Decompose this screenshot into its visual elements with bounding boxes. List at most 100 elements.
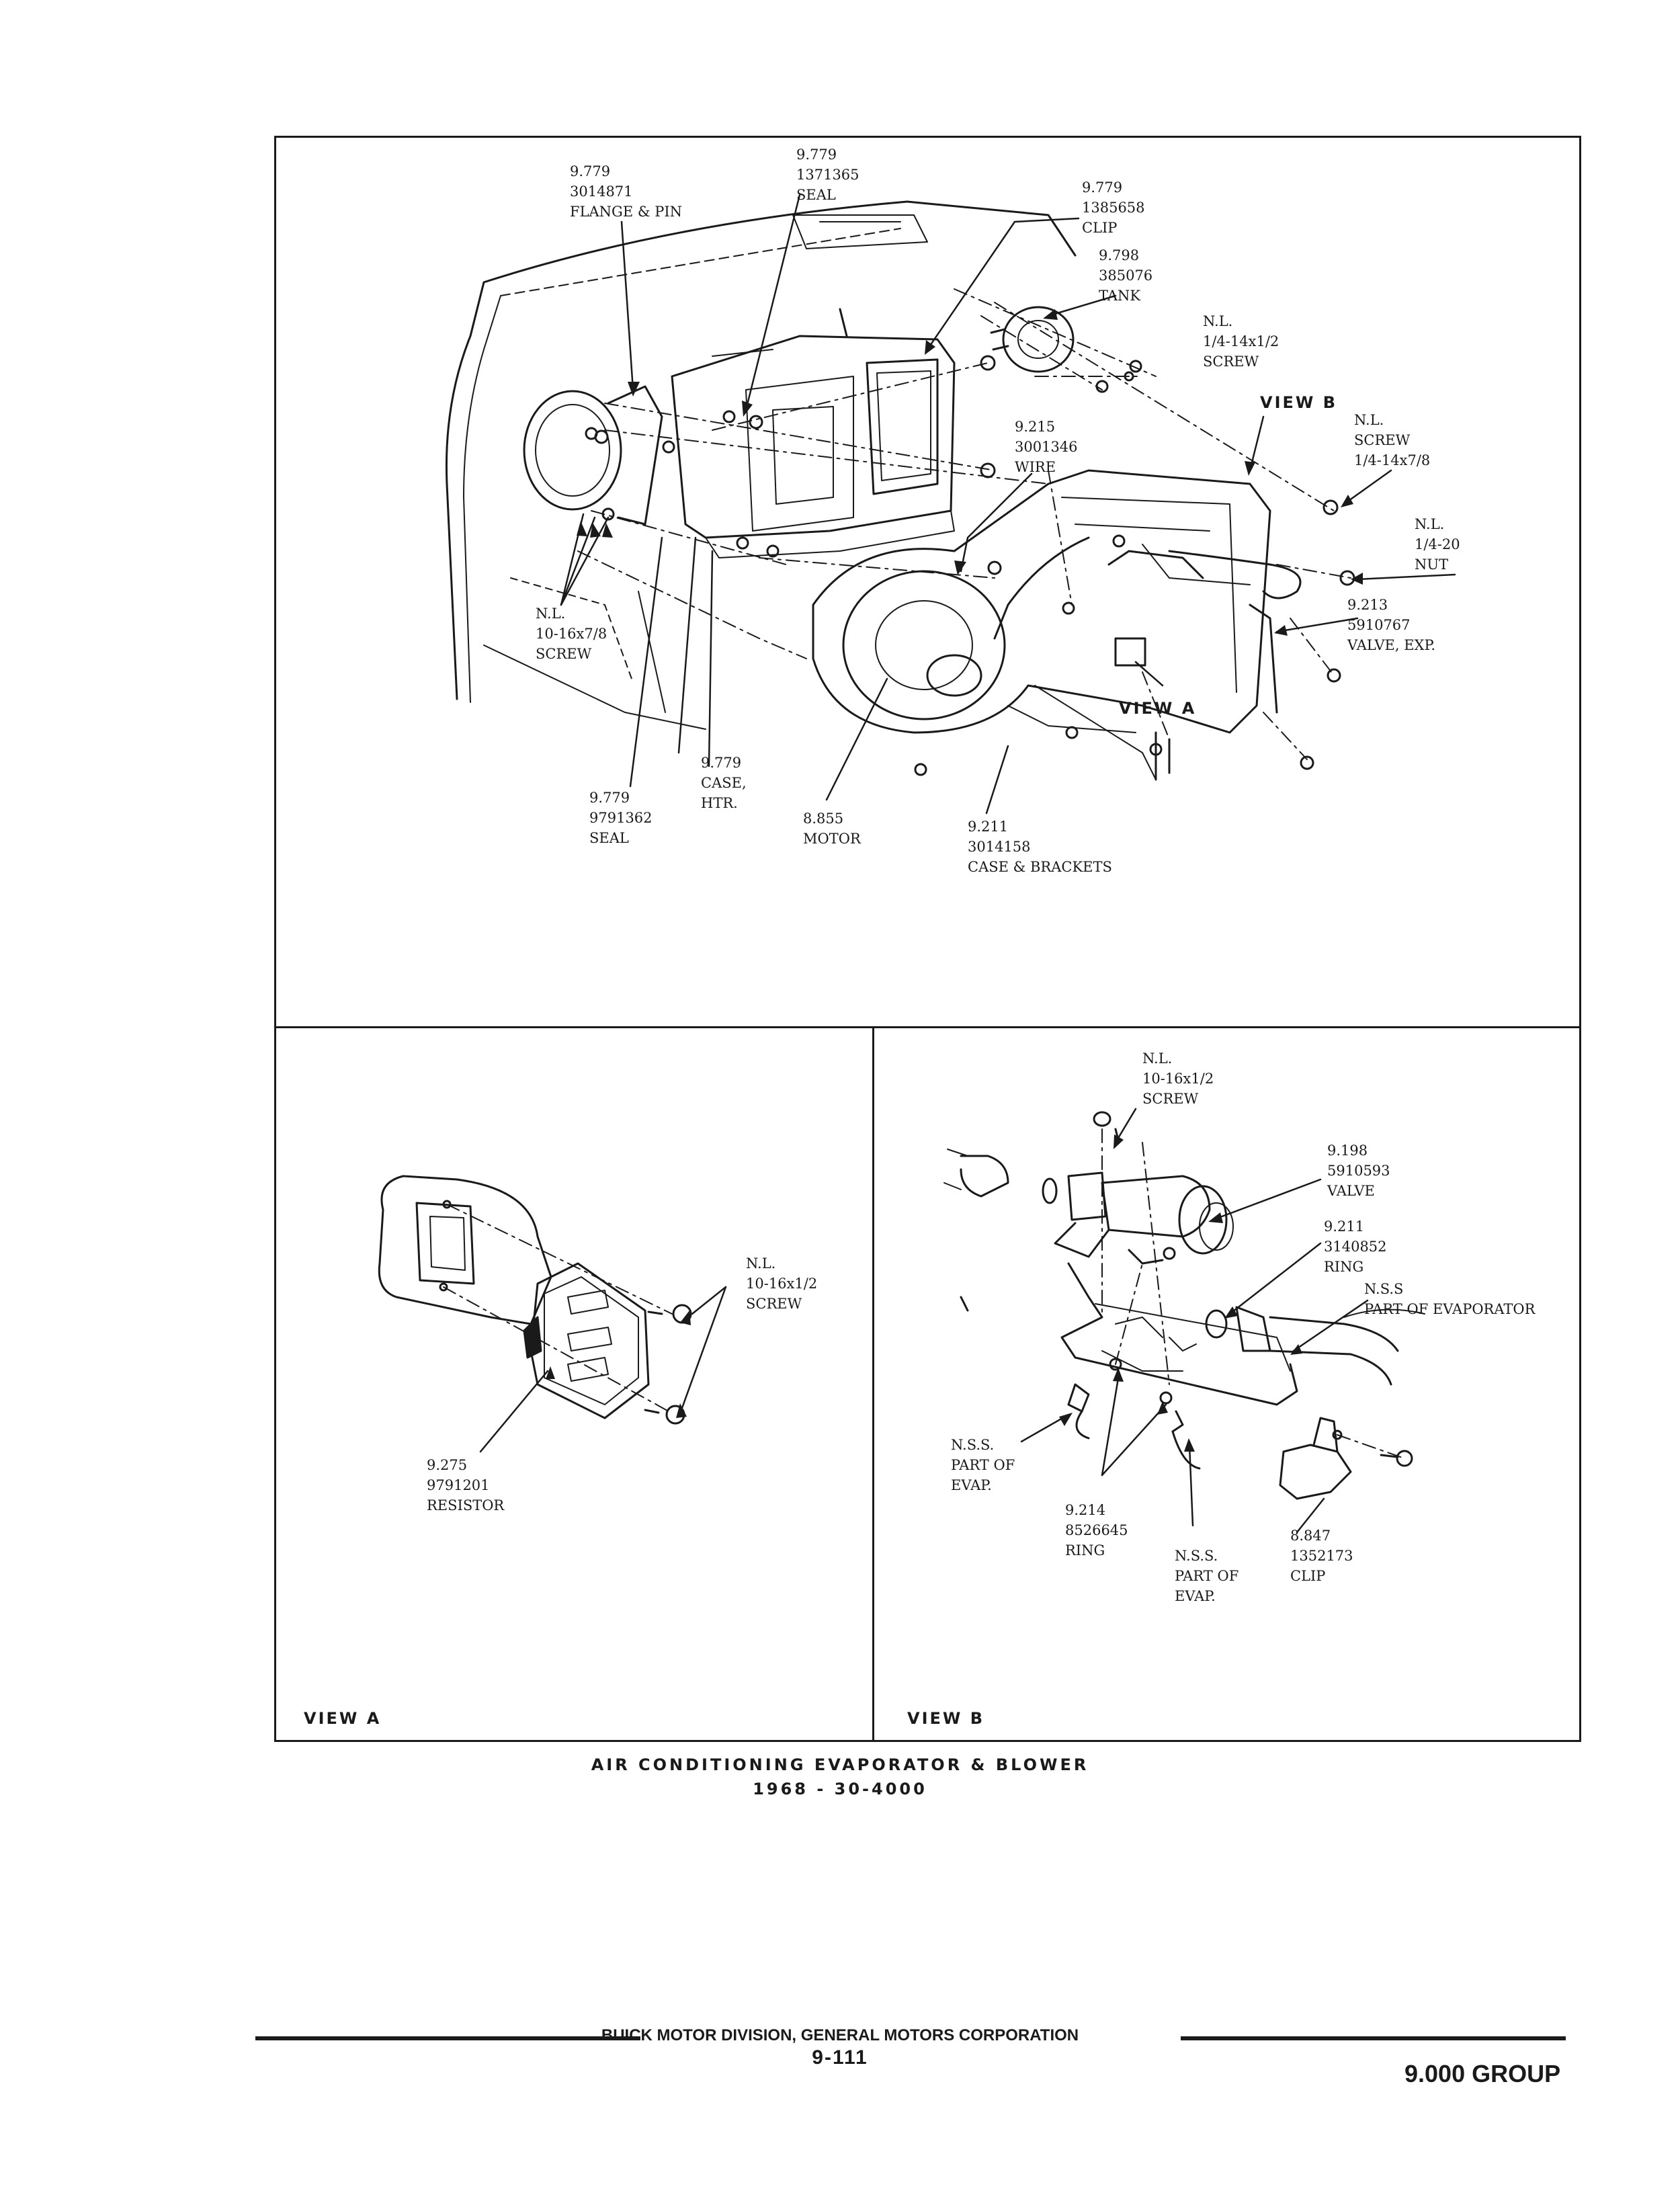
- valve-exp-part: 5910767: [1347, 617, 1411, 633]
- seal-1371365-part: 1371365: [796, 167, 859, 183]
- nss-evap-left-code: N.S.S.: [951, 1437, 995, 1453]
- view-a-marker: VIEW A: [1119, 699, 1197, 718]
- callout-nut: N.L. 1/4-20 NUT: [1415, 514, 1460, 575]
- footer-rule-right: [1181, 2036, 1566, 2040]
- tank-desc: TANK: [1099, 288, 1141, 304]
- ring-8526645-desc: RING: [1065, 1542, 1105, 1558]
- mounting-bracket: [1060, 1262, 1298, 1406]
- callout-case-htr: 9.779 CASE, HTR.: [701, 753, 747, 813]
- case-htr-desc: CASE,: [701, 775, 747, 791]
- seal-1371365-desc: SEAL: [796, 187, 836, 203]
- view-b-callout-ring-3140852: 9.211 3140852 RING: [1324, 1216, 1387, 1277]
- callout-wire: 9.215 3001346 WIRE: [1015, 417, 1078, 477]
- callout-case-brackets: 9.211 3014158 CASE & BRACKETS: [968, 817, 1112, 877]
- heater-case: [671, 308, 956, 558]
- view-b-callout-nss-evaporator: N.S.S PART OF EVAPORATOR: [1364, 1279, 1535, 1319]
- ring-8526645-number: 9.214: [1065, 1502, 1106, 1518]
- callout-flange-pin: 9.779 3014871 FLANGE & PIN: [570, 161, 682, 222]
- dash-panel: [445, 200, 1077, 700]
- nss-evap-bottom-code: N.S.S.: [1175, 1548, 1218, 1564]
- ring-3140852-part: 3140852: [1324, 1239, 1387, 1255]
- flange-pin-number: 9.779: [570, 163, 611, 179]
- view-b-small-parts: [960, 1296, 1201, 1470]
- view-b-callout-clip: 8.847 1352173 CLIP: [1290, 1526, 1353, 1586]
- view-b-screw-size: 10-16x1/2: [1142, 1071, 1214, 1087]
- nss-evap-left-desc2: EVAP.: [951, 1477, 992, 1493]
- view-b-callout-screw: N.L. 10-16x1/2 SCREW: [1142, 1048, 1214, 1109]
- view-b-screw-nl: N.L.: [1142, 1050, 1173, 1067]
- nut-size: 1/4-20: [1415, 536, 1460, 552]
- footer-group: 9.000 GROUP: [1404, 2060, 1561, 2087]
- seal-9791362-part: 9791362: [589, 810, 653, 826]
- evaporator-case: [812, 469, 1302, 781]
- view-a-screw-desc: SCREW: [746, 1296, 802, 1312]
- callout-screw-ten-seven-eighths: N.L. 10-16x7/8 SCREW: [536, 604, 607, 664]
- motor-desc: MOTOR: [803, 831, 861, 847]
- footer-page-number: 9-111: [812, 2046, 868, 2069]
- view-b-screw-desc: SCREW: [1142, 1091, 1199, 1107]
- tank-part: 385076: [1099, 267, 1153, 284]
- motor-number: 8.855: [803, 810, 844, 827]
- view-a-screw-size: 10-16x1/2: [746, 1276, 818, 1292]
- valve-assembly: [943, 1111, 1234, 1265]
- nss-evap-left-desc: PART OF: [951, 1457, 1015, 1473]
- screw-10-78-nl: N.L.: [536, 606, 566, 622]
- footer-rule-left: [255, 2036, 640, 2040]
- nss-evap-bottom-desc: PART OF: [1175, 1568, 1239, 1584]
- screw-quarter-half-nl: N.L.: [1203, 313, 1233, 329]
- footer-division: BUICK MOTOR DIVISION, GENERAL MOTORS COR…: [601, 2026, 1079, 2044]
- view-a-callout-resistor: 9.275 9791201 RESISTOR: [427, 1455, 504, 1515]
- case-htr-desc2: HTR.: [701, 795, 738, 811]
- view-b-callout-ring-8526645: 9.214 8526645 RING: [1065, 1500, 1128, 1561]
- nss-evaporator-code: N.S.S: [1364, 1281, 1404, 1297]
- valve-exp-number: 9.213: [1347, 597, 1388, 613]
- case-brackets-desc: CASE & BRACKETS: [968, 859, 1112, 875]
- view-b-clip-part: 1352173: [1290, 1548, 1353, 1564]
- clip-1385658-number: 9.779: [1082, 179, 1123, 196]
- callout-seal-9791362: 9.779 9791362 SEAL: [589, 788, 653, 848]
- flange-pin: [523, 385, 663, 526]
- view-b-valve-number: 9.198: [1327, 1142, 1368, 1159]
- flange-pin-part: 3014871: [570, 183, 633, 200]
- valve-exp-desc: VALVE, EXP.: [1347, 637, 1436, 653]
- ring-8526645-part: 8526645: [1065, 1522, 1128, 1538]
- callout-seal-1371365: 9.779 1371365 SEAL: [796, 144, 859, 205]
- callout-clip-1385658: 9.779 1385658 CLIP: [1082, 177, 1145, 238]
- callout-screw-quarter-half: N.L. 1/4-14x1/2 SCREW: [1203, 311, 1279, 372]
- seal-1371365-number: 9.779: [796, 147, 837, 163]
- screw-10-78-size: 10-16x7/8: [536, 626, 607, 642]
- flange-pin-desc: FLANGE & PIN: [570, 204, 683, 220]
- view-a-callout-screw: N.L. 10-16x1/2 SCREW: [746, 1253, 817, 1314]
- case-brackets-number: 9.211: [968, 819, 1009, 835]
- view-a-tag: VIEW A: [304, 1709, 382, 1728]
- screw-quarter-78-desc: SCREW: [1354, 432, 1411, 448]
- wire-part: 3001346: [1015, 439, 1078, 455]
- resistor-number: 9.275: [427, 1457, 468, 1473]
- resistor-desc: RESISTOR: [427, 1497, 505, 1513]
- clip-1385658-part: 1385658: [1082, 200, 1145, 216]
- wire-desc: WIRE: [1015, 459, 1056, 475]
- callout-tank: 9.798 385076 TANK: [1099, 245, 1152, 306]
- callout-screw-quarter-seven-eighths: N.L. SCREW 1/4-14x7/8: [1354, 410, 1430, 470]
- view-b-callout-nss-evap-bottom: N.S.S. PART OF EVAP.: [1175, 1546, 1238, 1606]
- nut-nl: N.L.: [1415, 516, 1445, 532]
- wire-number: 9.215: [1015, 419, 1056, 435]
- figure-caption-subtitle: 1968 - 30-4000: [753, 1780, 927, 1798]
- view-b-clip-number: 8.847: [1290, 1528, 1331, 1544]
- nss-evaporator-desc: PART OF EVAPORATOR: [1364, 1301, 1536, 1317]
- hardware: [585, 355, 1355, 776]
- view-b-callout-nss-evap-left: N.S.S. PART OF EVAP.: [951, 1435, 1015, 1495]
- seal-9791362-number: 9.779: [589, 790, 630, 806]
- seal-9791362-desc: SEAL: [589, 830, 629, 846]
- view-b-valve-desc: VALVE: [1327, 1183, 1375, 1199]
- nss-evap-bottom-desc2: EVAP.: [1175, 1588, 1216, 1604]
- ring-3140852-number: 9.211: [1324, 1218, 1365, 1235]
- case-brackets-part: 3014158: [968, 839, 1031, 855]
- screw-quarter-half-desc: SCREW: [1203, 354, 1259, 370]
- view-b-clip-desc: CLIP: [1290, 1568, 1326, 1584]
- view-b-callout-valve: 9.198 5910593 VALVE: [1327, 1140, 1390, 1201]
- screw-quarter-78-size: 1/4-14x7/8: [1354, 452, 1431, 468]
- resistor: [523, 1262, 650, 1419]
- callout-valve-exp: 9.213 5910767 VALVE, EXP.: [1347, 595, 1435, 655]
